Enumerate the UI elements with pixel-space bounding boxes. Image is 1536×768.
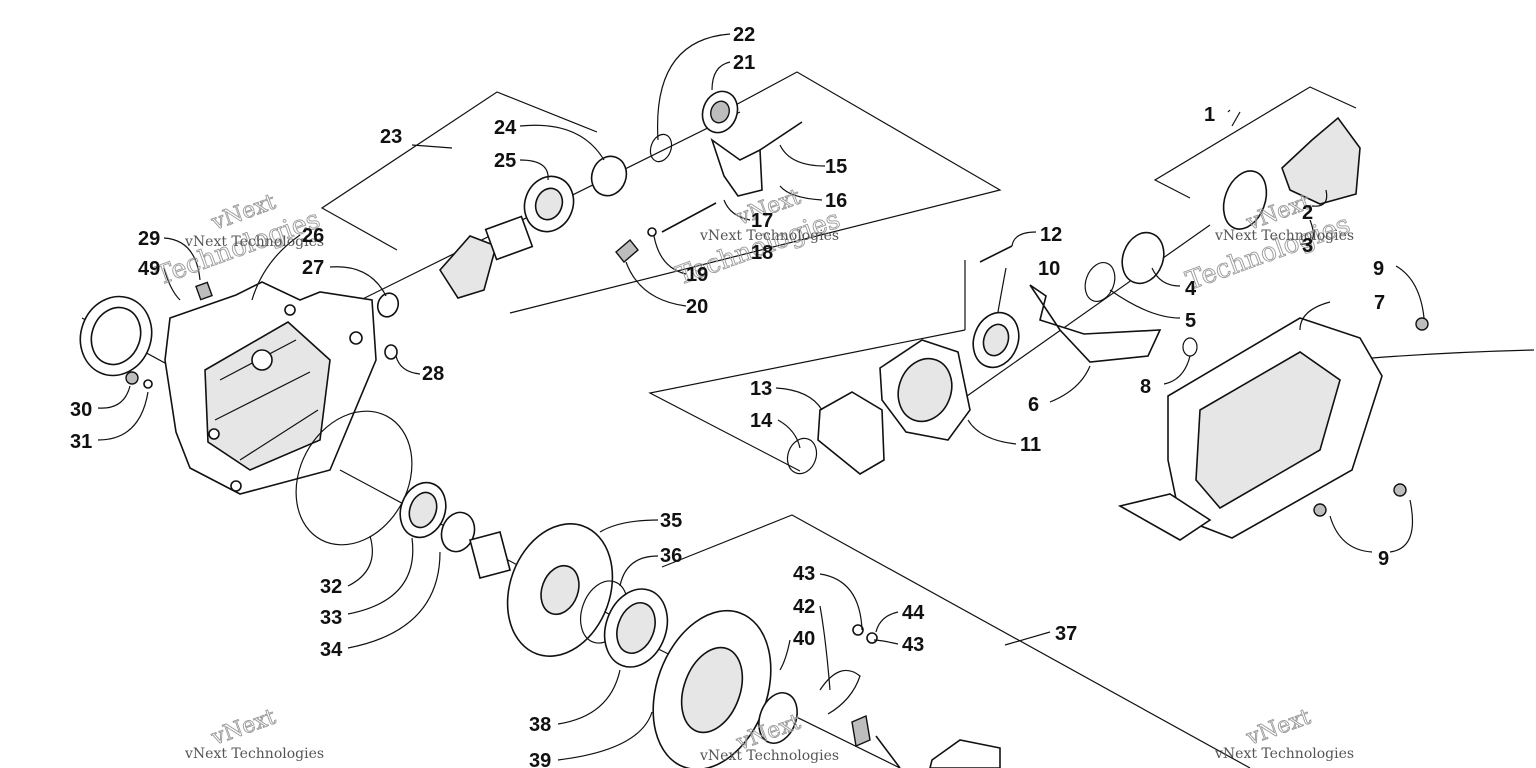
part-label: 30 <box>70 399 92 421</box>
actuator-assembly-7 <box>1117 317 1535 541</box>
part-label: 23 <box>380 126 402 148</box>
shim-36-and-bearing-38 <box>580 580 669 668</box>
assembly-bracket-11 <box>648 260 966 472</box>
part-label: 20 <box>686 296 708 318</box>
watermark-small: vNext Technologies <box>1214 746 1354 762</box>
part-label: 22 <box>733 24 755 46</box>
differential-housing <box>164 281 377 495</box>
part-label: 13 <box>750 378 772 400</box>
part-label: 16 <box>825 190 847 212</box>
part-label: 19 <box>686 264 708 286</box>
springs-and-clips-40-44 <box>819 624 1001 768</box>
watermarks: vNext Technologies vNext Technologies vN… <box>152 184 1355 764</box>
part-label: 3 <box>1302 235 1313 257</box>
part-label: 35 <box>660 510 682 532</box>
part-label: 39 <box>529 750 551 768</box>
part-label: 44 <box>902 602 925 624</box>
part-label: 38 <box>529 714 551 736</box>
part-label: 28 <box>422 363 444 385</box>
part-label: 24 <box>494 117 517 139</box>
part-label: 14 <box>750 410 773 432</box>
part-label: 18 <box>751 242 773 264</box>
bearing-33-and-ring-34 <box>399 481 476 553</box>
watermark-small: vNext Technologies <box>699 748 839 764</box>
watermark-small: vNext Technologies <box>184 746 324 762</box>
part-label: 6 <box>1028 394 1039 416</box>
part-label: 10 <box>1038 258 1060 280</box>
part-label: 43 <box>793 563 815 585</box>
gasket-13-and-ring-14 <box>786 391 885 475</box>
part-label: 31 <box>70 431 92 453</box>
oil-seal-49 <box>79 295 153 377</box>
part-label: 33 <box>320 607 342 629</box>
shift-fork-and-rods <box>615 121 803 264</box>
part-label: 29 <box>138 228 160 250</box>
part-label: 42 <box>793 596 815 618</box>
watermark-vnext: vNext <box>1243 705 1315 751</box>
diff-cover-39 <box>652 609 798 768</box>
part-label: 11 <box>1020 434 1041 456</box>
assembly-bracket-37 <box>661 514 1251 768</box>
part-label: 25 <box>494 150 516 172</box>
part-label: 8 <box>1140 376 1151 398</box>
part-label: 27 <box>302 257 324 279</box>
part-label: 32 <box>320 576 342 598</box>
assembly-bracket-1 <box>1153 86 1357 199</box>
pinion-gear-assembly <box>376 90 739 360</box>
bearing-10-and-bracket-6 <box>972 245 1162 369</box>
assembly-bracket-17-upper <box>509 71 1002 314</box>
part-label: 37 <box>1055 623 1077 645</box>
leader-lines <box>97 33 1425 761</box>
part-label: 21 <box>733 52 755 74</box>
part-label: 49 <box>138 258 160 280</box>
part-label: 2 <box>1302 202 1313 224</box>
coupler-housing-11 <box>879 339 971 441</box>
part-label: 9 <box>1378 548 1389 570</box>
part-label: 12 <box>1040 224 1062 246</box>
part-label: 36 <box>660 545 682 567</box>
seals-1-to-5 <box>1084 116 1361 357</box>
part-labels: 1 2 3 4 5 6 7 8 9 9 10 11 12 13 14 15 16… <box>70 24 1389 768</box>
part-label: 43 <box>902 634 924 656</box>
ring-gear-35 <box>469 523 614 657</box>
part-label: 7 <box>1374 292 1385 314</box>
part-label: 17 <box>751 210 773 232</box>
part-label: 40 <box>793 628 815 650</box>
part-label: 9 <box>1373 258 1384 280</box>
part-label: 1 <box>1204 104 1215 126</box>
watermark-small: vNext Technologies <box>1214 228 1354 244</box>
part-label: 4 <box>1185 278 1197 300</box>
assembly-bracket-23 <box>320 91 598 251</box>
part-label: 34 <box>320 639 343 661</box>
part-label: 5 <box>1185 310 1196 332</box>
small-parts-29-30-31 <box>125 281 213 389</box>
part-label: 15 <box>825 156 847 178</box>
watermark-small: vNext Technologies <box>184 234 324 250</box>
watermark-vnext: vNext <box>208 705 280 751</box>
watermark-small: vNext Technologies <box>699 228 839 244</box>
part-label: 26 <box>302 225 324 247</box>
